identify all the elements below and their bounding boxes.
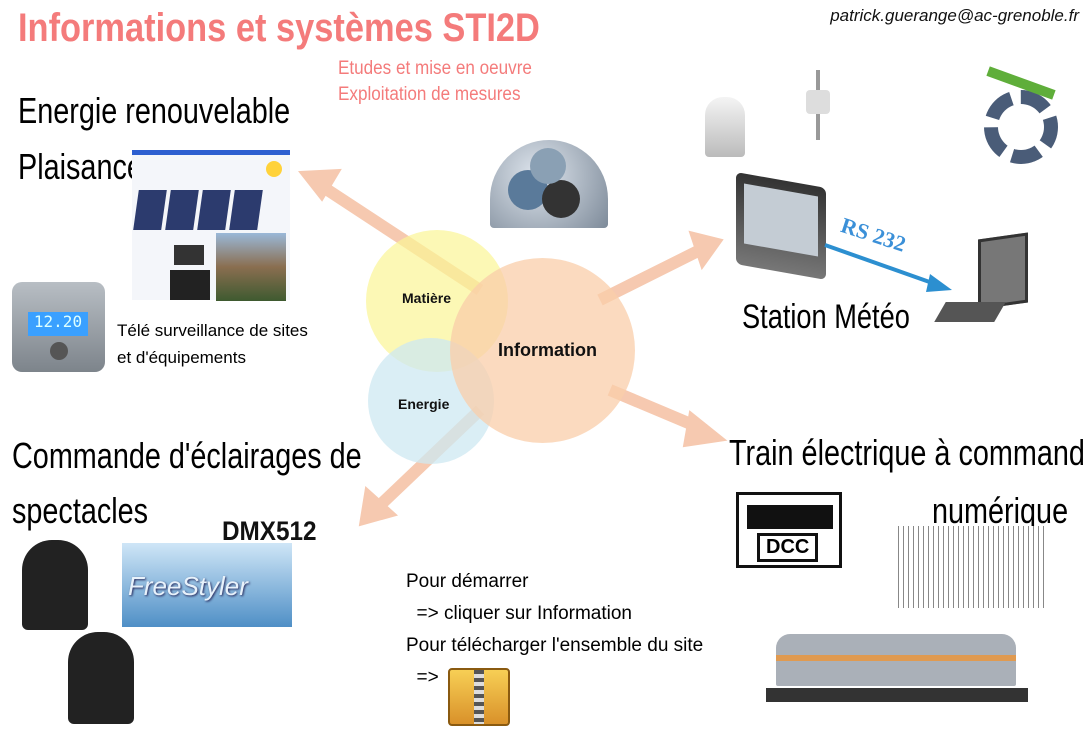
subtitle-line-2: Exploitation de mesures <box>338 84 521 105</box>
freestyler-logo-text: FreeStyler <box>128 571 248 601</box>
locomotive-image <box>766 612 1028 708</box>
dmx512-label: DMX512 <box>222 516 317 546</box>
arrow-meteo <box>597 244 703 306</box>
rs232-arrow-icon <box>824 243 952 292</box>
dcc-logo-text: DCC <box>757 533 819 562</box>
heading-train-electrique[interactable]: Train électrique à commande <box>729 432 1085 473</box>
author-email-link[interactable]: patrick.guerange@ac-grenoble.fr <box>830 6 1079 25</box>
systems-globe-image <box>490 140 608 228</box>
zip-archive-download-icon[interactable] <box>448 668 510 726</box>
moving-head-light-image-2 <box>68 632 134 724</box>
dcc-signal-chart-image <box>898 526 1048 608</box>
heading-station-meteo[interactable]: Station Météo <box>742 298 910 336</box>
heading-numerique[interactable]: numérique <box>932 490 1069 531</box>
instruction-start: Pour démarrer <box>406 571 529 592</box>
subtitle-line-1: Etudes et mise en oeuvre <box>338 58 532 79</box>
heading-energie-renouvelable[interactable]: Energie renouvelable <box>18 90 291 131</box>
rain-gauge-image <box>705 97 745 157</box>
heading-spectacles[interactable]: spectacles <box>12 490 149 531</box>
telesurveillance-line-1[interactable]: Télé surveillance de sites <box>117 321 308 340</box>
label-energie: Energie <box>398 396 450 412</box>
freestyler-software-image[interactable]: FreeStyler <box>122 543 292 627</box>
circle-information[interactable] <box>450 258 635 443</box>
page-title: Informations et systèmes STI2D <box>18 6 540 50</box>
monitor-device-image: 12.20 <box>12 282 105 372</box>
heading-commande-eclairages[interactable]: Commande d'éclairages de <box>12 435 362 476</box>
device-display: 12.20 <box>28 312 88 336</box>
information-link[interactable]: Information <box>498 340 597 360</box>
computer-image <box>934 232 1030 336</box>
anemometer-image <box>788 70 848 140</box>
moving-head-light-image-1 <box>22 540 88 630</box>
heading-plaisance[interactable]: Plaisance <box>18 146 143 187</box>
instruction-download-arrow: => <box>406 667 439 688</box>
label-matiere: Matière <box>402 290 452 306</box>
dcc-logo: DCC <box>736 492 842 568</box>
telesurveillance-line-2[interactable]: et d'équipements <box>117 348 246 367</box>
weather-station-console-image <box>736 172 826 280</box>
sti2d-logo-image <box>978 66 1064 174</box>
instruction-download: Pour télécharger l'ensemble du site <box>406 635 704 656</box>
solar-installation-image[interactable] <box>132 150 290 301</box>
instruction-click-information: => cliquer sur Information <box>406 603 632 624</box>
